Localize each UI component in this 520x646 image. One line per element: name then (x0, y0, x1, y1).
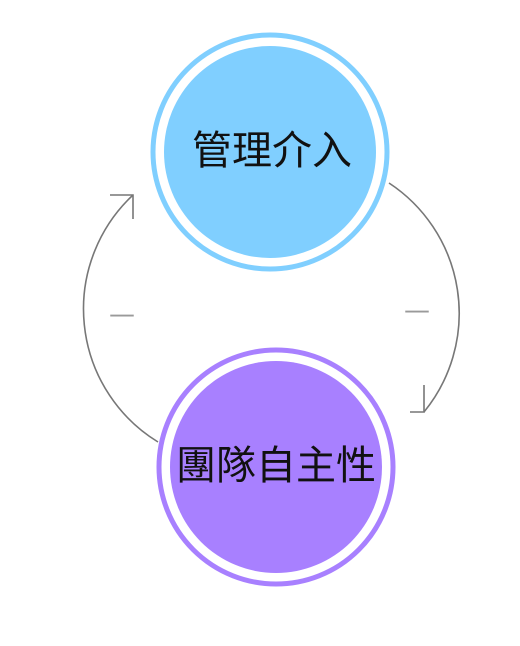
edge-management-to-team-arrowhead (410, 385, 425, 413)
node-management-label: 管理介入 (192, 128, 352, 174)
node-team-fill (170, 361, 382, 573)
node-team-outer-ring (156, 347, 396, 587)
node-management-fill (164, 46, 376, 258)
node-team-label: 團隊自主性 (176, 443, 376, 489)
edge-management-to-team-arc (388, 182, 460, 413)
edge-label-management-to-team: — (404, 296, 430, 326)
node-management-outer-ring (150, 32, 390, 272)
edge-label-team-to-management: — (109, 300, 135, 330)
edge-team-to-management-arc (82, 194, 159, 443)
edge-team-to-management-arrowhead (110, 194, 134, 219)
node-team: 團隊自主性 (156, 347, 396, 587)
node-management: 管理介入 (150, 32, 390, 272)
